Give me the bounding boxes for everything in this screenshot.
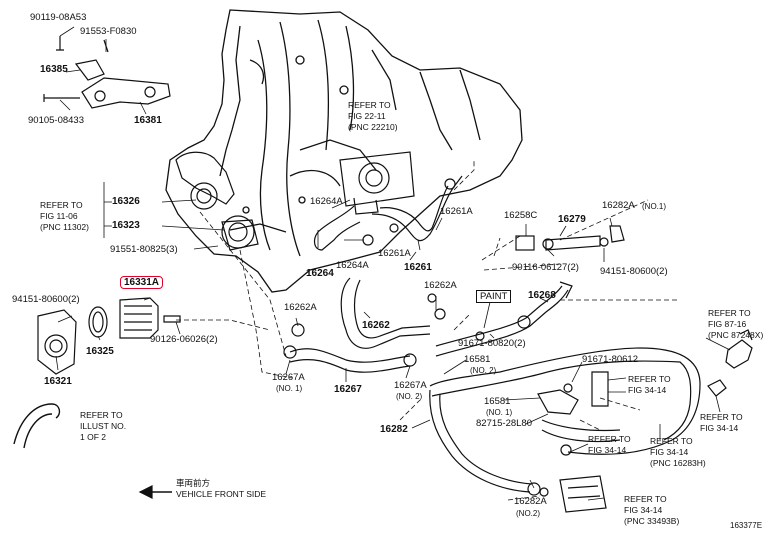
part-label: 16268 xyxy=(528,290,556,301)
refer-note: (PNC 87248X) xyxy=(708,330,764,340)
vehicle-front-arrow xyxy=(138,485,172,499)
part-label: 16261 xyxy=(404,262,432,273)
refer-note: (PNC 11302) xyxy=(40,222,89,232)
hose-16282 xyxy=(429,347,701,496)
part-label: 90126-06026(2) xyxy=(150,334,218,345)
refer-note: FIG 34-14 xyxy=(588,445,627,455)
refer-note: REFER TO xyxy=(624,494,667,504)
hose-16262 xyxy=(291,277,446,349)
part-label: 16279 xyxy=(558,214,586,225)
part-label: 16581 xyxy=(464,354,491,365)
refer-note: FIG 34-14 xyxy=(628,385,667,395)
dashed-lines xyxy=(176,160,680,501)
part-label: 16323 xyxy=(112,220,140,231)
part-label: 16264A xyxy=(310,196,343,207)
part-label: (NO. 1) xyxy=(276,384,303,393)
part-label: 16261A xyxy=(378,248,411,259)
refer-note: REFER TO xyxy=(348,100,391,110)
refer-note: FIG 34-14 xyxy=(624,505,663,515)
refer-note: REFER TO xyxy=(588,434,631,444)
part-label: 16385 xyxy=(40,64,68,75)
figure-id: 163377E xyxy=(730,521,763,530)
part-label: 94151-80600(2) xyxy=(12,294,80,305)
part-label: 16267A xyxy=(394,380,427,391)
refer-note: FIG 11-06 xyxy=(40,211,78,221)
part-label: 91671-80820(2) xyxy=(458,338,526,349)
refer-note: 1 OF 2 xyxy=(80,432,106,442)
part-label: 16264A xyxy=(336,260,369,271)
vehicle-front-label-jp: 車両前方 xyxy=(176,478,211,488)
part-label: 91553-F0830 xyxy=(80,26,137,37)
part-label: 16282 xyxy=(380,424,408,435)
refer-note: REFER TO xyxy=(628,374,671,384)
refer-note: (PNC 16283H) xyxy=(650,458,706,468)
paint-note: PAINT xyxy=(476,290,512,303)
part-label: 91551-80825(3) xyxy=(110,244,178,255)
part-label: 16321 xyxy=(44,376,72,387)
refer-note: FIG 87-16 xyxy=(708,319,747,329)
refer-note: (PNC 22210) xyxy=(348,122,398,132)
part-label: (NO. 1) xyxy=(486,408,513,417)
refer-note: REFER TO xyxy=(708,308,751,318)
part-label: 16262A xyxy=(424,280,457,291)
part-label: 16258C xyxy=(504,210,538,221)
vehicle-front-label: VEHICLE FRONT SIDE xyxy=(176,489,267,499)
part-label: 16264 xyxy=(306,268,334,279)
part-label: 16326 xyxy=(112,196,140,207)
part-label: (NO.2) xyxy=(516,509,540,518)
engine-block-outline xyxy=(165,9,523,293)
part-label: 16282A xyxy=(514,496,547,507)
illust-hose xyxy=(13,403,61,449)
part-label: 16581 xyxy=(484,396,511,407)
refer-note: REFER TO xyxy=(650,436,693,446)
water-inlet-housing xyxy=(175,151,259,251)
pipe-16268 xyxy=(435,281,573,357)
refer-note: FIG 34-14 xyxy=(700,423,739,433)
refer-note: REFER TO xyxy=(40,200,83,210)
part-label: (NO. 2) xyxy=(470,366,497,375)
part-label: 16325 xyxy=(86,346,114,357)
part-label: 16381 xyxy=(134,115,162,126)
part-label: 90105-08433 xyxy=(28,115,84,126)
part-label: 16262 xyxy=(362,320,390,331)
upper-hoses xyxy=(313,175,463,251)
part-label: (NO. 2) xyxy=(396,392,423,401)
part-label: 90119-08A53 xyxy=(30,12,87,23)
highlighted-part-label[interactable]: 16331A xyxy=(120,276,164,289)
part-label: 90116-06127(2) xyxy=(512,262,579,273)
leader-lines xyxy=(55,26,731,501)
right-side-parts xyxy=(537,329,753,513)
part-label: 16267 xyxy=(334,384,362,395)
part-label: (NO.1) xyxy=(642,202,666,211)
refer-note: REFER TO xyxy=(80,410,123,420)
refer-note: REFER TO xyxy=(700,412,743,422)
part-label: 16282A xyxy=(602,200,635,211)
refer-note: ILLUST NO. xyxy=(80,421,127,431)
hose-16267 xyxy=(283,345,417,373)
part-label: 91671-80612 xyxy=(582,354,638,365)
refer-note: FIG 34-14 xyxy=(650,447,689,457)
refer-note: FIG 22-11 xyxy=(348,111,386,121)
part-label: 94151-80600(2) xyxy=(600,266,668,277)
part-label: 16267A xyxy=(272,372,305,383)
refer-note: (PNC 33493B) xyxy=(624,516,680,526)
part-label: 16262A xyxy=(284,302,317,313)
bypass-pipe-parts xyxy=(515,225,625,251)
part-label: 16261A xyxy=(440,206,473,217)
throttle-body-part xyxy=(339,151,415,215)
part-label: 82715-28L80 xyxy=(476,418,532,429)
